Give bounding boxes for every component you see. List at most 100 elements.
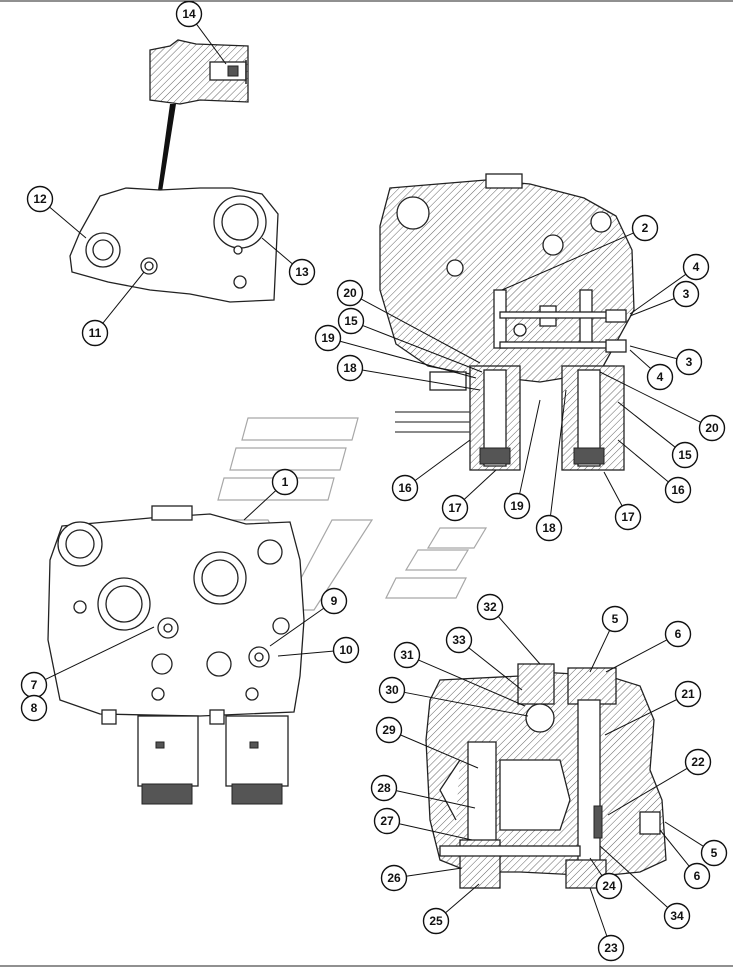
callout-11: 11 [81,271,145,347]
leader-line [604,699,677,736]
leader-line [415,439,471,481]
leader-line [399,823,473,841]
detail-14-section [149,39,249,192]
callout-circle [476,593,504,621]
leader-line [400,734,479,769]
leader-line [501,232,634,291]
middle-left-valve-assembly [47,505,305,805]
callout-number: 34 [670,909,684,923]
callout-18: 18 [535,389,567,542]
leader-line [261,237,293,264]
callout-number: 26 [387,871,401,885]
callout-5: 5 [664,821,728,867]
callout-circle [595,872,623,900]
callout-circle [675,348,703,376]
callout-circle [698,414,726,442]
callout-circle [336,354,364,382]
callout-4: 4 [629,349,674,391]
callout-number: 4 [657,370,664,384]
leader-line [519,399,541,494]
callout-number: 5 [711,846,718,860]
callout-circle [601,605,629,633]
callout-circle [378,676,406,704]
leader-line [362,325,483,373]
callout-number: 11 [89,326,102,340]
callout-number: 6 [675,627,682,641]
leader-line [45,626,155,680]
callout-circle [535,514,563,542]
callout-15: 15 [337,307,483,373]
callout-2: 2 [501,214,659,291]
leader-line [617,439,669,483]
callout-18: 18 [336,354,481,391]
callout-number: 18 [542,521,556,535]
callout-number: 27 [380,814,394,828]
callout-23: 23 [589,887,625,962]
leader-line [406,867,463,877]
callout-3: 3 [629,280,700,317]
callout-3: 3 [629,345,703,376]
leader-line [617,401,676,448]
callout-number: 20 [705,421,719,435]
callout-number: 1 [282,475,289,489]
callout-number: 33 [452,633,466,647]
leader-line [550,389,567,516]
leader-line [603,471,623,506]
callout-circle [597,934,625,962]
leader-line [243,490,276,521]
callout-32: 32 [476,593,541,665]
callout-number: 8 [31,701,38,715]
callout-circle [683,862,711,890]
callout-27: 27 [373,807,473,841]
callout-13: 13 [261,237,316,286]
leader-line [629,274,686,315]
callout-16: 16 [617,439,692,504]
callout-1: 1 [243,468,299,521]
callout-circle [682,253,710,281]
leader-line [629,298,675,317]
callout-31: 31 [393,641,526,707]
upper-right-valve-body [379,173,635,471]
leader-line [49,207,87,239]
callout-circle [370,774,398,802]
leader-line [361,298,481,364]
callout-number: 3 [683,287,690,301]
callout-circle [700,839,728,867]
callout-circle [337,307,365,335]
callout-circle [614,503,642,531]
callout-number: 13 [295,265,309,279]
callout-number: 4 [693,260,700,274]
callout-6: 6 [659,829,711,890]
leader-line [659,829,690,867]
leader-line [396,790,476,809]
callout-number: 14 [182,7,196,21]
callout-number: 20 [343,286,357,300]
callout-26: 26 [380,864,463,892]
callout-number: 6 [694,869,701,883]
callout-8: 8 [20,694,48,722]
callout-number: 25 [429,914,443,928]
callout-number: 7 [31,678,38,692]
leader-line [362,369,481,391]
callout-21: 21 [604,680,702,736]
callout-number: 32 [483,600,497,614]
callout-circle [684,748,712,776]
callout-10: 10 [277,636,360,664]
callout-number: 31 [400,648,414,662]
callout-9: 9 [269,587,348,647]
callout-circle [646,363,674,391]
callout-16: 16 [391,439,471,502]
callout-circle [671,441,699,469]
leader-line [599,371,701,423]
callout-number: 22 [691,755,705,769]
leader-line [464,469,497,500]
leader-line [629,345,677,360]
leader-line [340,340,477,379]
callout-number: 28 [377,781,391,795]
callout-circle [373,807,401,835]
callout-circle [672,280,700,308]
callout-19: 19 [314,324,477,379]
leader-line [664,821,704,847]
callout-circle [175,0,203,28]
callout-circle [664,620,692,648]
